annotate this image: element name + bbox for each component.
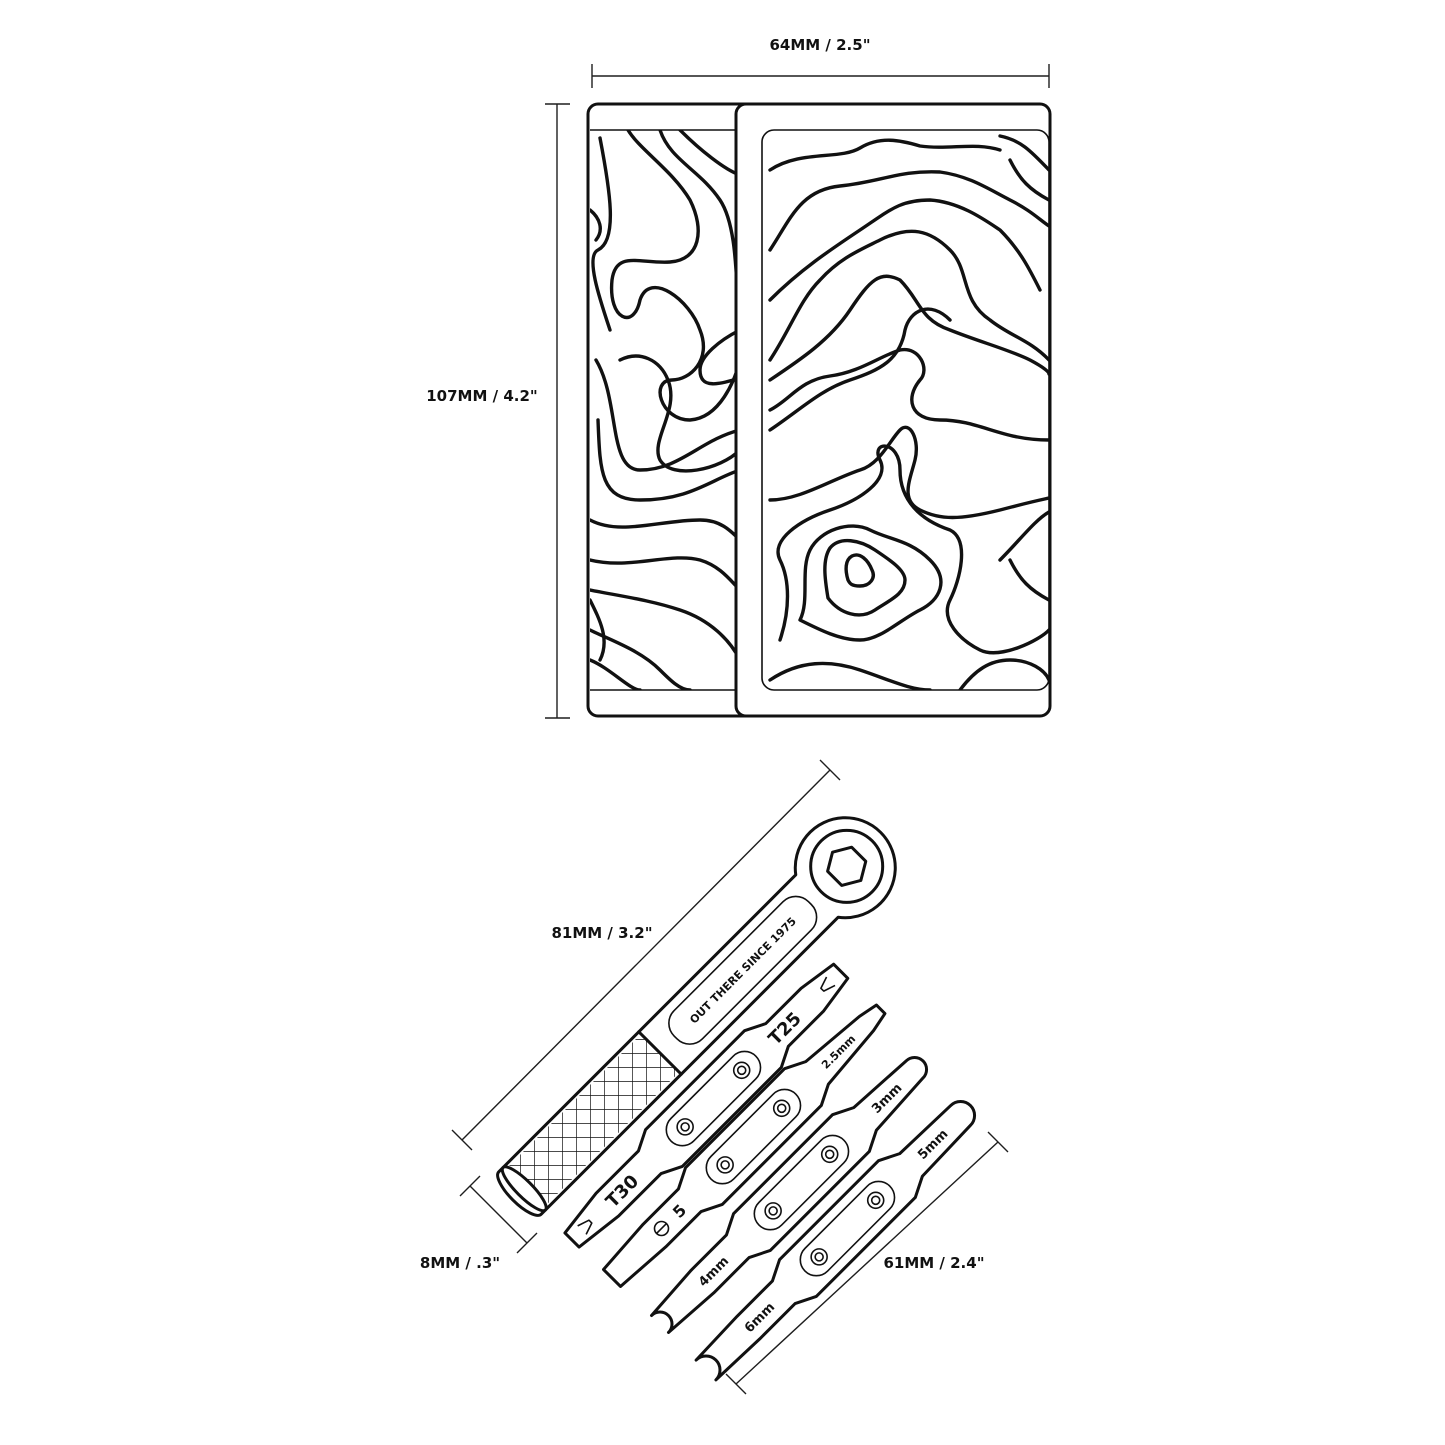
wrench-length-dimension: 81MM / 3.2" [451,759,841,1151]
back-panel-frame-lines [590,129,740,691]
wrench-tool: OUT THERE SINCE 1975 [496,816,897,1217]
front-panel-outline [734,102,1052,718]
hex-bit-4-3-slot [753,1134,850,1231]
hex-bit-6-5-slot [799,1180,896,1277]
height-dimension-line [545,103,570,719]
width-label: 64MM / 2.5" [769,36,870,54]
height-label: 107MM / 4.2" [426,387,537,405]
bit-length-dimension: 61MM / 2.4" [725,1131,1009,1395]
front-panel-inset [761,129,1050,691]
hex-socket-icon [826,845,868,887]
back-panel-outline [586,102,760,718]
width-dimension: 64MM / 2.5" [591,36,1050,88]
height-dimension: 107MM / 4.2" [426,103,570,719]
wrench-ring [809,828,885,904]
thickness-dimension-line [459,1175,538,1254]
bit-length-dimension-line [725,1131,1009,1395]
handle-end [500,1165,548,1213]
front-panel [734,102,1052,718]
hex-bit-6-5: 6mm 5mm [694,1099,977,1382]
engraving-panel [668,895,818,1045]
hex-bit-4-3-outline [650,1056,928,1334]
torx-tips [577,976,836,1235]
torx-bit-outline [563,962,850,1249]
flat-bit-outline [602,1003,887,1288]
wrench-length-label: 81MM / 3.2" [551,924,652,942]
flat-bit-slot [705,1088,802,1185]
wrench-length-dimension-line [451,759,841,1151]
back-panel [586,102,760,718]
width-dimension-line [591,64,1050,88]
thickness-label: 8MM / .3" [420,1254,500,1272]
knurled-grip [506,1033,680,1207]
front-panel-topo-pattern [768,134,1049,690]
bit-length-label: 61MM / 2.4" [883,1254,984,1272]
back-panel-topo-pattern [590,130,740,690]
grip-divider [637,1030,683,1076]
thickness-dimension: 8MM / .3" [420,1175,538,1272]
hex-bit-6-5-outline [694,1099,977,1382]
torx-bit-slot [665,1050,762,1147]
